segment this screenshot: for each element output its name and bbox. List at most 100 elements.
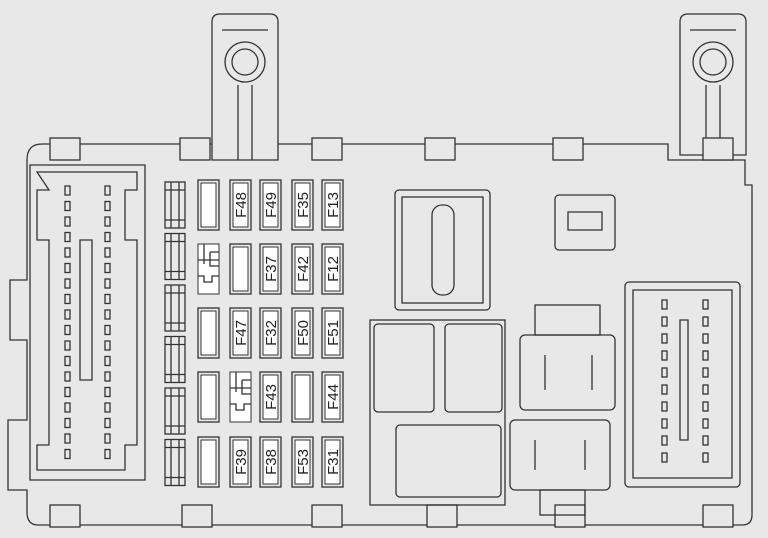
- fuse-label: F53: [295, 449, 312, 475]
- pin: [104, 324, 111, 336]
- relay-right-lower: [509, 419, 611, 516]
- connector-left: [29, 164, 146, 481]
- pin: [64, 185, 71, 196]
- fuse-slot-empty: [197, 307, 220, 359]
- fuse-f32: F32: [259, 307, 282, 359]
- pin: [64, 262, 71, 274]
- tab: [552, 137, 584, 161]
- pin: [702, 316, 709, 327]
- pin: [104, 231, 111, 243]
- pin: [661, 384, 668, 395]
- pin: [64, 278, 71, 289]
- pin: [104, 402, 111, 413]
- pin: [104, 433, 111, 444]
- housing: [7, 143, 753, 526]
- pin: [64, 386, 71, 398]
- fuse-label: F38: [263, 449, 280, 475]
- fuse-label: F13: [325, 192, 342, 218]
- fuse-f37: F37: [259, 243, 282, 295]
- fuse-f42: F42: [291, 243, 314, 295]
- pin: [104, 200, 111, 212]
- housing-tabs: [49, 137, 734, 528]
- tab: [179, 137, 211, 161]
- pin: [702, 452, 709, 463]
- mini-fuse-column: [164, 181, 186, 487]
- pin: [64, 293, 71, 305]
- fuse-slot-empty: [229, 243, 252, 295]
- pin: [104, 278, 111, 289]
- tab: [311, 504, 343, 528]
- pin: [64, 216, 71, 227]
- fuse-f13: F13: [321, 179, 344, 231]
- fuse-f43: F43: [259, 371, 282, 423]
- fuse-label: F32: [263, 320, 280, 346]
- mounting-clip-left: [211, 13, 279, 161]
- fuse-label: F12: [325, 256, 342, 282]
- fuse-f39: F39: [229, 436, 252, 488]
- pin: [661, 333, 668, 344]
- mini-fuse: [164, 232, 186, 281]
- fuse-f35: F35: [291, 179, 314, 231]
- pin: [104, 293, 111, 305]
- pin: [702, 367, 709, 378]
- pin: [64, 433, 71, 444]
- pin: [104, 371, 111, 382]
- pin: [64, 309, 71, 320]
- pin: [64, 247, 71, 258]
- pin: [104, 247, 111, 258]
- mini-fuse: [164, 438, 186, 487]
- pin: [104, 386, 111, 398]
- fuse-f51: F51: [321, 307, 344, 359]
- fuse-label: F39: [233, 449, 250, 475]
- relay-right-upper: [519, 304, 616, 411]
- fuse-label: F50: [295, 320, 312, 346]
- pin: [64, 324, 71, 336]
- pin: [104, 216, 111, 227]
- pin: [661, 401, 668, 412]
- pin: [702, 435, 709, 446]
- pin: [702, 333, 709, 344]
- tab: [702, 504, 734, 528]
- fuse-label: F48: [233, 192, 250, 218]
- fuse-label: F42: [295, 256, 312, 282]
- pin: [702, 299, 709, 310]
- fuse-slot-empty: [291, 371, 314, 423]
- pin: [702, 401, 709, 412]
- fuse-label: F37: [263, 256, 280, 282]
- pin: [661, 316, 668, 327]
- tab: [311, 137, 343, 161]
- pin: [64, 231, 71, 243]
- pin: [104, 185, 111, 196]
- fuse-f31: F31: [321, 436, 344, 488]
- relay-small-square: [554, 194, 616, 251]
- pin: [64, 417, 71, 429]
- pin: [661, 452, 668, 463]
- pin: [661, 299, 668, 310]
- fuse-label: F43: [263, 384, 280, 410]
- fuse-f49: F49: [259, 179, 282, 231]
- pin: [661, 367, 668, 378]
- relay-icon: [229, 371, 252, 423]
- tab: [181, 504, 213, 528]
- pin: [104, 262, 111, 274]
- fuse-f50: F50: [291, 307, 314, 359]
- fuse-slot-empty: [197, 436, 220, 488]
- tab: [702, 137, 734, 161]
- pin: [64, 355, 71, 367]
- pin: [104, 355, 111, 367]
- pin: [64, 448, 71, 460]
- fuse-slot-empty: [197, 179, 220, 231]
- fuse-f48: F48: [229, 179, 252, 231]
- fuse-label: F51: [325, 320, 342, 346]
- pin: [64, 200, 71, 212]
- pin: [661, 418, 668, 429]
- mini-fuse: [164, 387, 186, 435]
- tab: [426, 504, 458, 528]
- fuse-f38: F38: [259, 436, 282, 488]
- relay-block-middle: [369, 319, 506, 506]
- pin: [104, 448, 111, 460]
- fuse-label: F35: [295, 192, 312, 218]
